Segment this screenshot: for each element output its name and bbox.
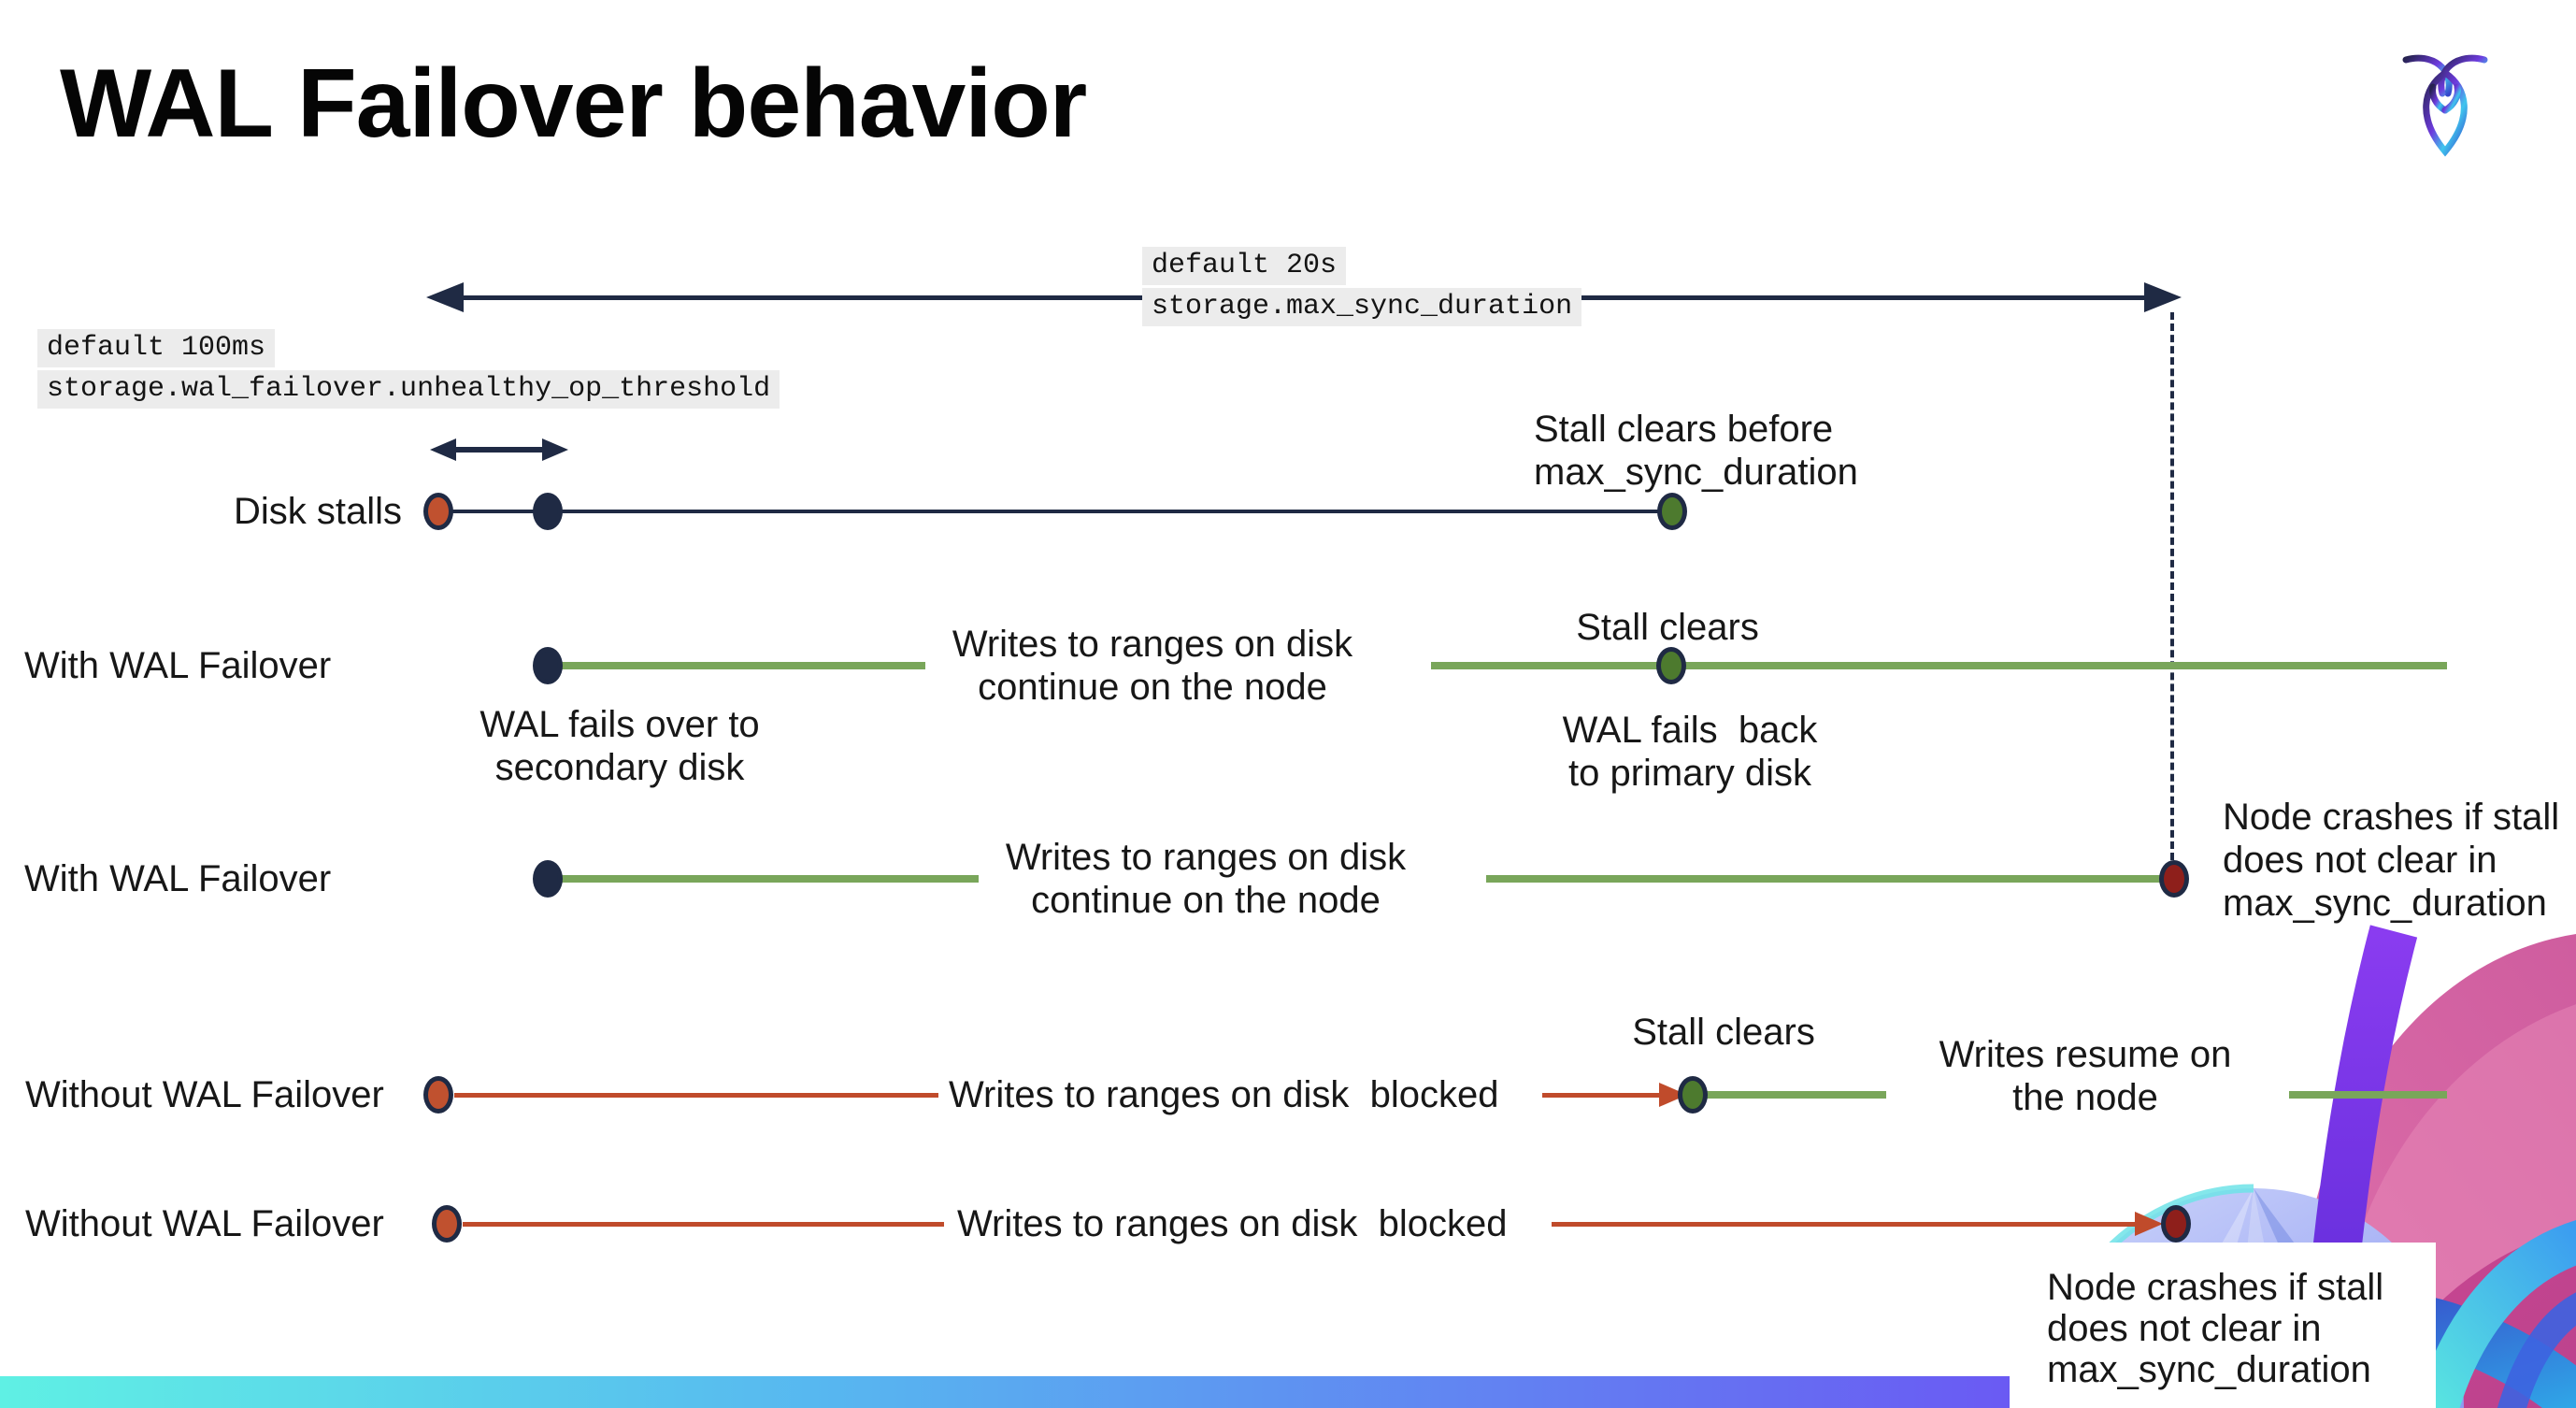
wal-fails-back-label: WAL fails back to primary disk <box>1562 710 1818 794</box>
writes-blocked-label-row5: Writes to ranges on disk blocked <box>957 1203 1508 1244</box>
writes-blocked-label-row4: Writes to ranges on disk blocked <box>949 1074 1499 1115</box>
node-crash-dot-row5 <box>2161 1205 2191 1243</box>
writes-blocked-line-row5 <box>463 1222 944 1227</box>
wal-fails-over-label: WAL fails over to secondary disk <box>479 704 760 788</box>
stall-clears-dot-row1 <box>1657 493 1687 530</box>
node-crash-dot-row3 <box>2159 860 2189 898</box>
stall-clears-before-label: Stall clears before max_sync_duration <box>1534 409 1858 493</box>
cockroachdb-logo-icon <box>2402 54 2488 157</box>
stall-clears-label-row2: Stall clears <box>1576 607 1759 648</box>
threshold-dot <box>533 493 563 530</box>
row-label-without-wal-failover-2: Without WAL Failover <box>25 1203 384 1244</box>
disk-stall-line <box>438 510 1672 513</box>
writes-resume-line-b-row4 <box>2289 1091 2447 1099</box>
node-crashes-callout-box: Node crashes if stall does not clear in … <box>2010 1243 2436 1408</box>
threshold-arrowhead-right-icon <box>542 438 568 461</box>
writes-blocked-line-row4 <box>454 1093 938 1098</box>
row-label-disk-stalls: Disk stalls <box>233 491 402 532</box>
stall-clears-dot-row2 <box>1656 647 1686 684</box>
stall-clears-label-row4: Stall clears <box>1632 1012 1815 1053</box>
writes-continue-label-row2: Writes to ranges on disk continue on the… <box>952 624 1353 708</box>
writes-continue-line-a-row3 <box>561 875 979 883</box>
unhealthy-op-default-label: default 100ms <box>37 329 276 367</box>
writes-resume-line-a-row4 <box>1705 1091 1886 1099</box>
unhealthy-op-setting-label: storage.wal_failover.unhealthy_op_thresh… <box>37 370 780 409</box>
threshold-arrowhead-left-icon <box>430 438 456 461</box>
max-sync-arrowhead-right-icon <box>2144 282 2182 312</box>
row-label-without-wal-failover-1: Without WAL Failover <box>25 1074 384 1115</box>
writes-continue-line-a-row2 <box>561 662 925 669</box>
node-crashes-label-row3: Node crashes if stall does not clear in … <box>2223 797 2560 924</box>
writes-continue-line-b-row2 <box>1431 662 2447 669</box>
failover-dot-row3 <box>533 860 563 898</box>
max-sync-deadline-dashed-line <box>2170 312 2174 860</box>
page-title: WAL Failover behavior <box>60 50 1087 158</box>
row-label-with-wal-failover-2: With WAL Failover <box>24 858 332 899</box>
stall-start-dot-row5 <box>432 1205 462 1243</box>
max-sync-arrowhead-left-icon <box>426 282 464 312</box>
writes-continue-label-row3: Writes to ranges on disk continue on the… <box>1005 837 1407 921</box>
crash-arrow-line-row5 <box>1552 1222 2139 1227</box>
max-sync-default-label: default 20s <box>1142 247 1347 285</box>
writes-continue-line-b-row3 <box>1486 875 2172 883</box>
failover-dot-row2 <box>533 647 563 684</box>
node-crashes-label-row5: Node crashes if stall does not clear in … <box>2047 1267 2384 1390</box>
stall-start-dot-row4 <box>423 1076 453 1113</box>
threshold-span-line <box>451 447 546 453</box>
stall-start-dot <box>423 493 453 530</box>
row-label-with-wal-failover-1: With WAL Failover <box>24 645 332 686</box>
crash-arrowhead-row5-icon <box>2135 1212 2163 1236</box>
writes-resume-label: Writes resume on the node <box>1939 1034 2232 1118</box>
stall-clears-arrow-line-row4 <box>1542 1093 1673 1098</box>
max-sync-setting-label: storage.max_sync_duration <box>1142 288 1582 326</box>
stall-clears-dot-row4 <box>1678 1076 1708 1113</box>
